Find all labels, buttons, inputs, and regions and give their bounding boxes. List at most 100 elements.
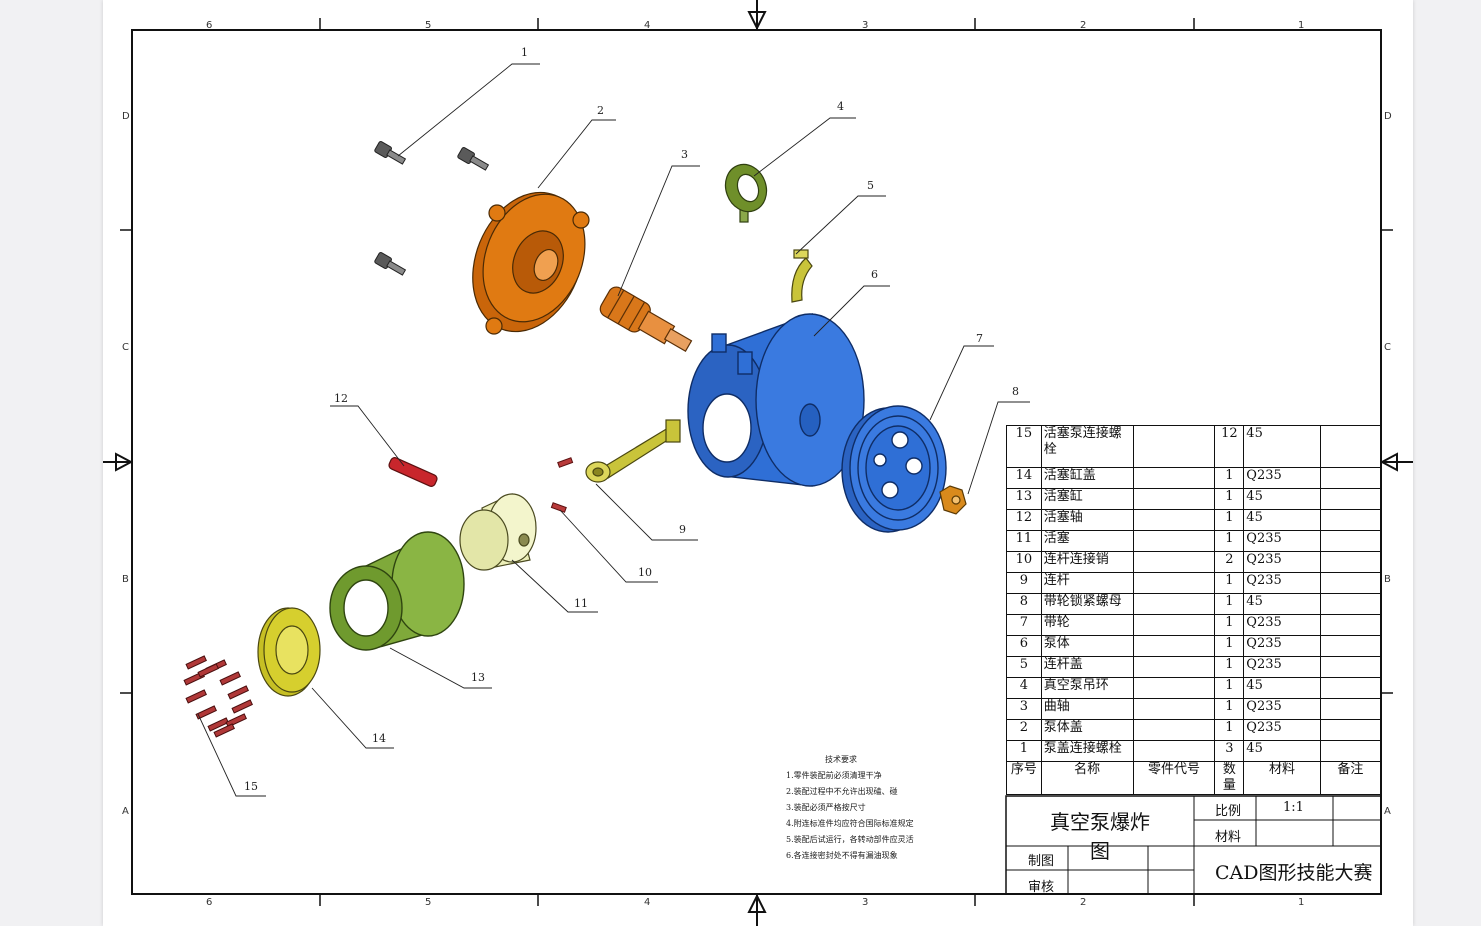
bom-header-name: 名称 bbox=[1040, 761, 1134, 795]
bom-cell-code bbox=[1132, 635, 1216, 657]
zone-ticks bbox=[120, 18, 1393, 906]
zone-row-left-c: C bbox=[122, 342, 129, 353]
balloon-11: 11 bbox=[574, 597, 588, 610]
bom-cell-code bbox=[1132, 530, 1216, 552]
bom-header-no: 序号 bbox=[1006, 761, 1042, 795]
bom-cell-code bbox=[1132, 488, 1216, 510]
bom-cell-remark bbox=[1319, 509, 1382, 531]
zone-row-right-d: D bbox=[1384, 111, 1392, 122]
bom-cell-material: Q235 bbox=[1243, 551, 1321, 573]
bom-header-code: 零件代号 bbox=[1132, 761, 1216, 795]
bom-cell-remark bbox=[1319, 488, 1382, 510]
zone-col-top-4: 3 bbox=[862, 20, 868, 31]
bom-cell-qty: 2 bbox=[1214, 551, 1245, 573]
balloon-10: 10 bbox=[638, 566, 652, 579]
part-6-pump-body bbox=[687, 313, 865, 487]
bom-cell-remark bbox=[1319, 614, 1382, 636]
scale-value: 1:1 bbox=[1283, 800, 1304, 815]
bom-cell-remark bbox=[1319, 530, 1382, 552]
balloon-5: 5 bbox=[867, 179, 874, 192]
bom-cell-qty: 1 bbox=[1214, 698, 1245, 720]
bom-cell-qty: 1 bbox=[1214, 509, 1245, 531]
bom-cell-name: 活塞缸盖 bbox=[1040, 467, 1134, 489]
bom-header-qty: 数量 bbox=[1214, 761, 1245, 795]
balloon-4: 4 bbox=[837, 100, 844, 113]
bom-cell-name: 连杆盖 bbox=[1040, 656, 1134, 678]
bom-cell-material: Q235 bbox=[1243, 614, 1321, 636]
leader-lines bbox=[197, 63, 1030, 797]
centering-marks bbox=[103, 0, 1413, 926]
bom-cell-remark bbox=[1319, 551, 1382, 573]
bom-cell-qty: 1 bbox=[1214, 488, 1245, 510]
bom-cell-remark bbox=[1319, 740, 1382, 762]
note-3: 3.装配必须严格按尺寸 bbox=[786, 803, 866, 812]
balloon-15: 15 bbox=[244, 780, 258, 793]
bom-cell-material: 45 bbox=[1243, 425, 1321, 468]
bom-cell-code bbox=[1132, 677, 1216, 699]
notes-heading: 技术要求 bbox=[825, 755, 857, 764]
part-8-nut bbox=[939, 485, 967, 515]
bom-cell-no: 7 bbox=[1006, 614, 1042, 636]
part-12-piston-shaft bbox=[388, 457, 438, 487]
bom-cell-code bbox=[1132, 656, 1216, 678]
zone-col-bottom-3: 4 bbox=[644, 897, 650, 908]
bom-cell-name: 活塞轴 bbox=[1040, 509, 1134, 531]
part-5-conrod-cap bbox=[791, 249, 813, 303]
zone-col-top-5: 2 bbox=[1080, 20, 1086, 31]
zone-col-top-1: 6 bbox=[206, 20, 212, 31]
bom-cell-code bbox=[1132, 740, 1216, 762]
bom-cell-no: 13 bbox=[1006, 488, 1042, 510]
bom-cell-no: 2 bbox=[1006, 719, 1042, 741]
bom-cell-qty: 1 bbox=[1214, 719, 1245, 741]
bom-cell-no: 11 bbox=[1006, 530, 1042, 552]
bom-cell-remark bbox=[1319, 698, 1382, 720]
note-2: 2.装配过程中不允许出现磕、碰 bbox=[786, 787, 898, 796]
zone-col-bottom-1: 6 bbox=[206, 897, 212, 908]
bom-cell-remark bbox=[1319, 677, 1382, 699]
balloon-9: 9 bbox=[679, 523, 686, 536]
bom-cell-qty: 3 bbox=[1214, 740, 1245, 762]
bom-cell-no: 8 bbox=[1006, 593, 1042, 615]
zone-row-right-a: A bbox=[1384, 806, 1391, 817]
bom-cell-material: 45 bbox=[1243, 677, 1321, 699]
bom-cell-name: 泵体 bbox=[1040, 635, 1134, 657]
bom-cell-qty: 1 bbox=[1214, 614, 1245, 636]
bom-cell-no: 14 bbox=[1006, 467, 1042, 489]
balloon-2: 2 bbox=[597, 104, 604, 117]
bom-cell-remark bbox=[1319, 467, 1382, 489]
bom-cell-material: Q235 bbox=[1243, 698, 1321, 720]
part-13-cylinder bbox=[329, 531, 465, 651]
balloon-12: 12 bbox=[334, 392, 348, 405]
bom-cell-name: 真空泵吊环 bbox=[1040, 677, 1134, 699]
note-6: 6.各连接密封处不得有漏油现象 bbox=[786, 851, 898, 860]
bom-cell-name: 连杆 bbox=[1040, 572, 1134, 594]
part-4-lifting-ring bbox=[724, 163, 768, 223]
bom-cell-qty: 1 bbox=[1214, 530, 1245, 552]
part-1-bolts bbox=[374, 141, 490, 276]
bom-cell-remark bbox=[1319, 635, 1382, 657]
balloon-7: 7 bbox=[976, 332, 983, 345]
bom-cell-remark bbox=[1319, 425, 1382, 468]
bom-cell-code bbox=[1132, 719, 1216, 741]
part-2-pump-cover bbox=[472, 191, 590, 335]
zone-row-left-d: D bbox=[122, 111, 130, 122]
bom-cell-qty: 12 bbox=[1214, 425, 1245, 468]
balloon-14: 14 bbox=[372, 732, 386, 745]
bom-cell-code bbox=[1132, 467, 1216, 489]
zone-row-left-a: A bbox=[122, 806, 129, 817]
balloon-1: 1 bbox=[521, 46, 528, 59]
bom-cell-qty: 1 bbox=[1214, 677, 1245, 699]
balloon-6: 6 bbox=[871, 268, 878, 281]
bom-cell-name: 连杆连接销 bbox=[1040, 551, 1134, 573]
part-7-pulley bbox=[841, 405, 947, 533]
bom-cell-no: 5 bbox=[1006, 656, 1042, 678]
